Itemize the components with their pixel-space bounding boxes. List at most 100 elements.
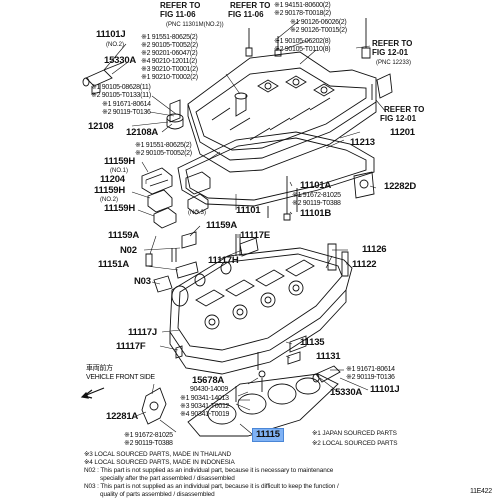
callout-15330A-top[interactable]: 15330A bbox=[104, 55, 137, 66]
note-n03-line1: N03 : This part is not supplied as an in… bbox=[84, 483, 339, 490]
callout-90119-T0388-mid[interactable]: ※2 90119-T0388 bbox=[292, 200, 341, 207]
callout-11101J-bot[interactable]: 11101J bbox=[370, 384, 400, 395]
callout-90105-T0133[interactable]: ※2 90105-T0133(11) bbox=[91, 92, 151, 99]
callout-no3-qualifier: (NO.3) bbox=[188, 210, 206, 216]
callout-11101[interactable]: 11101 bbox=[236, 205, 261, 216]
refer-fig-12-01-line1: REFER TO bbox=[372, 39, 413, 48]
cylinder-head-gasket-drawing bbox=[187, 373, 339, 437]
callout-90105-T0110[interactable]: ※2 90105-T0110(8) bbox=[274, 46, 331, 53]
callout-91671-80614-top[interactable]: ※1 91671-80614 bbox=[102, 101, 151, 108]
refer-fig-11-06b-line1: REFER TO bbox=[230, 1, 271, 10]
callout-11159H-no2[interactable]: 11159H bbox=[94, 185, 126, 196]
callout-90341-T0012[interactable]: ※3 90341-T0012 bbox=[180, 403, 230, 410]
plugs-drawing bbox=[175, 335, 307, 365]
legend-local-sourced: ※2 LOCAL SOURCED PARTS bbox=[312, 440, 398, 447]
callout-no1-qualifier: (NO.1) bbox=[110, 168, 128, 174]
callout-N02[interactable]: N02 bbox=[120, 245, 137, 256]
legend-thailand: ※3 LOCAL SOURCED PARTS, MADE IN THAILAND bbox=[84, 451, 232, 458]
head-bolts-drawing bbox=[235, 352, 266, 402]
callout-11159A-a[interactable]: 11159A bbox=[206, 220, 238, 231]
cover-bolts-drawing bbox=[245, 18, 393, 100]
callout-90210-12011[interactable]: ※4 90210-12011(2) bbox=[141, 58, 197, 65]
callout-11159H-no3[interactable]: 11159H bbox=[104, 203, 136, 214]
callout-91551-80625-b[interactable]: ※1 91551-80625(2) bbox=[135, 142, 192, 149]
leader-lines bbox=[103, 19, 387, 435]
cylinder-head-cover-drawing bbox=[169, 51, 377, 173]
callout-11101J[interactable]: 11101J bbox=[96, 29, 126, 40]
vehicle-front-jp-label: 車両前方 bbox=[86, 365, 113, 372]
oil-control-valve-bottom-drawing bbox=[312, 365, 341, 383]
callout-90105-T0052-b[interactable]: ※2 90105-T0052(2) bbox=[135, 150, 192, 157]
callout-90430-14009[interactable]: 90430-14009 bbox=[190, 386, 228, 393]
callout-12108[interactable]: 12108 bbox=[88, 121, 114, 132]
refer-fig-12-01b-link[interactable]: FIG 12-01 bbox=[380, 114, 417, 123]
callout-91671-80614-bot[interactable]: ※1 91671-80614 bbox=[346, 366, 395, 373]
callout-11101A[interactable]: 11101A bbox=[300, 180, 332, 191]
engine-hanger-drawing bbox=[353, 171, 375, 199]
callout-11117F[interactable]: 11117F bbox=[116, 341, 146, 352]
callout-12108A[interactable]: 12108A bbox=[126, 127, 159, 138]
callout-90119-T0136-bot[interactable]: ※2 90119-T0136 bbox=[346, 374, 395, 381]
refer-fig-11-06-link[interactable]: FIG 11-06 bbox=[160, 10, 196, 19]
vehicle-front-label: VEHICLE FRONT SIDE bbox=[86, 374, 155, 381]
callout-90341-T0019[interactable]: ※4 90341-T0019 bbox=[180, 411, 230, 418]
callout-90119-T0388-bot[interactable]: ※2 90119-T0388 bbox=[124, 440, 173, 447]
callout-90105-T0052-a[interactable]: ※2 90105-T0052(2) bbox=[141, 42, 198, 49]
legend-indonesia: ※4 LOCAL SOURCED PARTS, MADE IN INDONESI… bbox=[84, 459, 235, 466]
callout-12281A[interactable]: 12281A bbox=[106, 411, 139, 422]
note-n02-line2: specially after the part assembled / dis… bbox=[100, 475, 235, 482]
callout-11159A-b[interactable]: 11159A bbox=[108, 230, 140, 241]
callout-12282D[interactable]: 12282D bbox=[384, 181, 417, 192]
callout-11126[interactable]: 11126 bbox=[362, 244, 387, 255]
refer-fig-12-01b-line1: REFER TO bbox=[384, 105, 425, 114]
pnc-12233-note: (PNC 12233) bbox=[376, 60, 412, 66]
callout-94151-80600[interactable]: ※1 94151-80600(2) bbox=[274, 2, 331, 9]
oil-filler-cap-drawing bbox=[166, 113, 184, 130]
callout-90119-T0136-top[interactable]: ※2 90119-T0136 bbox=[102, 109, 151, 116]
callout-11213[interactable]: 11213 bbox=[350, 137, 375, 148]
callout-90201-06047[interactable]: ※2 90201-06047(2) bbox=[141, 50, 198, 57]
head-cover-gasket-drawing bbox=[177, 131, 375, 207]
callout-11101B[interactable]: 11101B bbox=[300, 208, 332, 219]
callout-90210-T0002[interactable]: ※1 90210-T0002(2) bbox=[141, 74, 198, 81]
refer-fig-11-06-line1: REFER TO bbox=[160, 1, 201, 10]
callout-11201[interactable]: 11201 bbox=[390, 127, 415, 138]
callout-15330A-bot[interactable]: 15330A bbox=[330, 387, 363, 398]
callout-91551-80625-a[interactable]: ※1 91551-80625(2) bbox=[141, 34, 198, 41]
callout-90126-06026[interactable]: ※1 90126-06026(2) bbox=[290, 19, 347, 26]
note-n03-line2: quality of parts assembled / disassemble… bbox=[100, 491, 215, 498]
callout-11131[interactable]: 11131 bbox=[316, 351, 341, 362]
callout-15678A[interactable]: 15678A bbox=[192, 375, 225, 386]
callout-N03[interactable]: N03 bbox=[134, 276, 151, 287]
callout-11117E[interactable]: 11117E bbox=[240, 230, 270, 241]
callout-91672-81025-mid[interactable]: ※1 91672-81025 bbox=[292, 192, 341, 199]
callout-90105-08628[interactable]: ※1 90105-08628(11) bbox=[91, 84, 151, 91]
callout-11117H[interactable]: 11117H bbox=[208, 255, 239, 266]
legend-japan-sourced: ※1 JAPAN SOURCED PARTS bbox=[312, 430, 397, 437]
refer-fig-11-06b-link[interactable]: FIG 11-06 bbox=[228, 10, 264, 19]
callout-90178-T0018[interactable]: ※2 90178-T0018(2) bbox=[274, 10, 331, 17]
callout-11204[interactable]: 11204 bbox=[100, 174, 125, 185]
callout-11117J[interactable]: 11117J bbox=[128, 327, 157, 338]
callout-11115-highlighted[interactable]: 11115 bbox=[252, 428, 284, 442]
callout-11122[interactable]: 11122 bbox=[352, 259, 377, 270]
refer-fig-12-01-link[interactable]: FIG 12-01 bbox=[372, 48, 409, 57]
figure-id: 11E422 bbox=[470, 488, 492, 495]
stud-bolts-drawing bbox=[267, 176, 298, 221]
callout-90210-T0001[interactable]: ※3 90210-T0001(2) bbox=[141, 66, 198, 73]
camshaft-bearing-caps-drawing bbox=[141, 167, 211, 229]
callout-11151A[interactable]: 11151A bbox=[98, 259, 130, 270]
callout-11135[interactable]: 11135 bbox=[300, 337, 325, 348]
engine-hanger-front-drawing bbox=[141, 387, 167, 425]
callout-11159H-no1[interactable]: 11159H bbox=[104, 156, 136, 167]
callout-no2-qualifier: (NO.2) bbox=[106, 42, 124, 48]
callout-90341-14013[interactable]: ※1 90341-14013 bbox=[180, 395, 229, 402]
callout-90105-06202[interactable]: ※1 90105-06202(8) bbox=[274, 38, 331, 45]
callout-90126-T0015[interactable]: ※2 90126-T0015(2) bbox=[290, 27, 347, 34]
callout-no2-qualifier-b: (NO.2) bbox=[100, 197, 118, 203]
cylinder-head-drawing bbox=[169, 247, 353, 375]
note-n02-line1: N02 : This part is not supplied as an in… bbox=[84, 467, 334, 474]
callout-91672-81025-bot[interactable]: ※1 91672-81025 bbox=[124, 432, 173, 439]
